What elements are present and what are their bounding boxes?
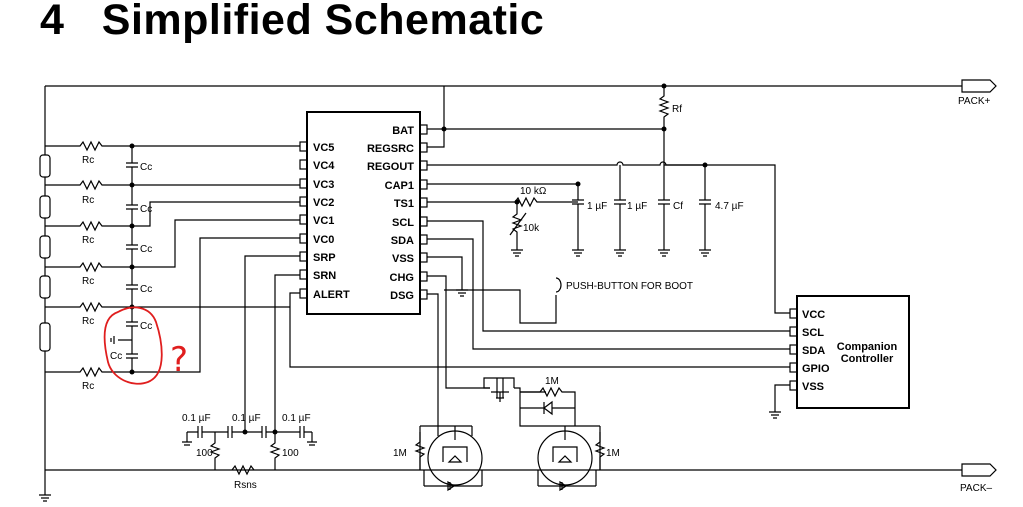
cc-label: Cc <box>140 244 152 255</box>
ic-left-wiring <box>244 255 790 418</box>
rc-label: Rc <box>82 195 94 206</box>
pin-vc5: VC5 <box>313 142 334 154</box>
pin-scl: SCL <box>392 217 414 229</box>
cc-label: Cc <box>140 204 152 215</box>
cc-label: Cc <box>110 351 122 362</box>
res-10k-label: 10 kΩ <box>520 186 547 197</box>
battery-stack <box>39 86 51 502</box>
cap-0p1uf-label: 0.1 µF <box>232 413 261 424</box>
res-1m-label: 1M <box>545 376 559 387</box>
cf-label: Cf <box>673 201 683 212</box>
pin-regsrc: REGSRC <box>367 143 414 155</box>
ic-right-wiring: Rf 1 µF 1 µF Cf 4.7 µF 10 kΩ 10k <box>427 83 790 426</box>
companion-pin-gpio: GPIO <box>802 363 830 375</box>
pack-minus-rail <box>45 463 997 477</box>
pin-chg: CHG <box>390 272 414 284</box>
cap-0p1uf-label: 0.1 µF <box>182 413 211 424</box>
companion-pin-vcc: VCC <box>802 309 825 321</box>
cap-1uf-label: 1 µF <box>587 201 607 212</box>
companion-controller: VCC SCL SDA GPIO VSS Companion Controlle… <box>769 295 910 419</box>
question-mark: ? <box>170 340 188 380</box>
pack-plus-rail <box>45 79 997 93</box>
pin-alert: ALERT <box>313 289 350 301</box>
pin-vc2: VC2 <box>313 197 334 209</box>
res-100-label: 100 <box>282 448 299 459</box>
protection-fets: 1M 1M 1M <box>393 376 620 492</box>
pin-vss: VSS <box>392 253 414 265</box>
res-100-label: 100 <box>196 448 213 459</box>
pin-regout: REGOUT <box>367 161 414 173</box>
ic-right-pins: BAT REGSRC REGOUT CAP1 TS1 SCL SDA VSS C… <box>367 124 428 302</box>
rsns-label: Rsns <box>234 480 257 491</box>
ground-icon <box>110 336 132 344</box>
pack-minus-label: PACK– <box>960 483 992 494</box>
section-title: Simplified Schematic <box>101 0 545 44</box>
pin-srn: SRN <box>313 270 336 282</box>
pin-dsg: DSG <box>390 290 414 302</box>
current-sense-network: 0.1 µF 0.1 µF 0.1 µF 100 100 Rsns <box>182 413 317 491</box>
companion-pin-sda: SDA <box>802 345 825 357</box>
cc-capacitor-ladder: Cc Cc Cc Cc Cc Cc <box>110 143 152 375</box>
battery-cell <box>39 275 51 299</box>
rc-filter-network: Rc Rc Rc Rc Rc Rc <box>45 140 300 392</box>
pin-ts1: TS1 <box>394 198 414 210</box>
cap-0p1uf-label: 0.1 µF <box>282 413 311 424</box>
cc-label: Cc <box>140 284 152 295</box>
rc-label: Rc <box>82 235 94 246</box>
pin-cap1: CAP1 <box>385 180 414 192</box>
push-button-label: PUSH-BUTTON FOR BOOT <box>566 281 693 292</box>
ground-icon <box>39 494 51 502</box>
rc-label: Rc <box>82 155 94 166</box>
pin-vc3: VC3 <box>313 179 334 191</box>
pin-vc0: VC0 <box>313 234 334 246</box>
battery-cell <box>39 235 51 259</box>
cap-4p7uf-label: 4.7 µF <box>715 201 744 212</box>
battery-cell <box>39 322 51 352</box>
companion-pin-vss: VSS <box>802 381 824 393</box>
battery-monitor-ic: VC5 VC4 VC3 VC2 VC1 VC0 SRP SRN ALERT BA… <box>299 111 428 315</box>
cc-label: Cc <box>140 162 152 173</box>
question-annotation: ? <box>103 306 188 385</box>
pin-srp: SRP <box>313 252 336 264</box>
thermistor-label: 10k <box>523 223 540 234</box>
pin-bat: BAT <box>392 125 414 137</box>
rf-label: Rf <box>672 104 682 115</box>
cc-label: Cc <box>140 321 152 332</box>
section-number: 4 <box>40 0 65 44</box>
res-1m-label: 1M <box>393 448 407 459</box>
rc-label: Rc <box>82 276 94 287</box>
pin-vc1: VC1 <box>313 215 334 227</box>
cap-1uf-label: 1 µF <box>627 201 647 212</box>
rc-label: Rc <box>82 381 94 392</box>
companion-title-line2: Controller <box>841 353 894 365</box>
pack-plus-label: PACK+ <box>958 96 990 107</box>
battery-cell <box>39 195 51 219</box>
pin-sda: SDA <box>391 235 414 247</box>
ic-left-pins: VC5 VC4 VC3 VC2 VC1 VC0 SRP SRN ALERT <box>299 141 350 301</box>
companion-pin-scl: SCL <box>802 327 824 339</box>
rc-label: Rc <box>82 316 94 327</box>
section-heading: 4 Simplified Schematic <box>40 0 544 45</box>
companion-title-line1: Companion <box>837 341 898 353</box>
res-1m-label: 1M <box>606 448 620 459</box>
pin-vc4: VC4 <box>313 160 335 172</box>
battery-cell <box>39 154 51 178</box>
